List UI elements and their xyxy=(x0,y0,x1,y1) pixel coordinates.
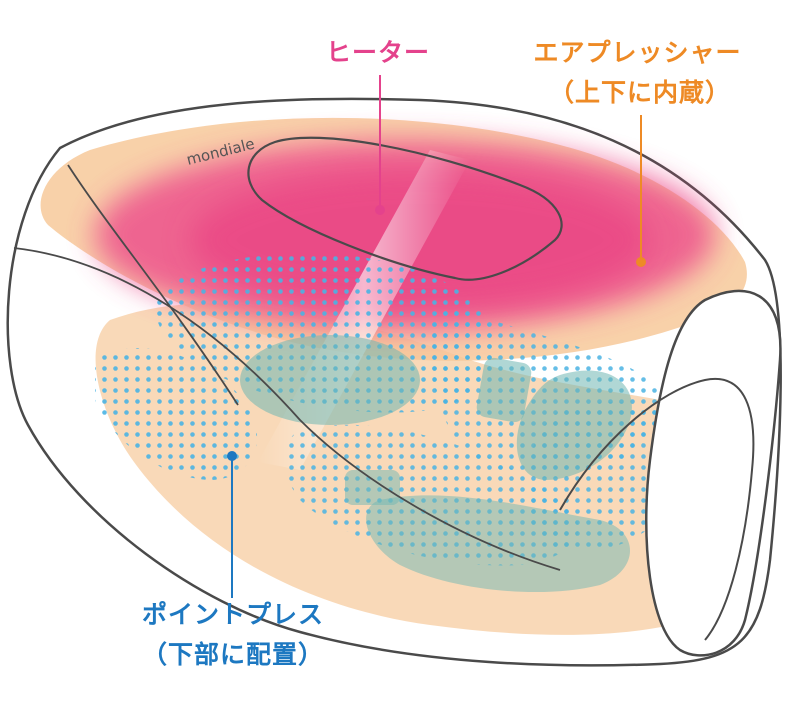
point-press-label: ポイントプレス xyxy=(141,600,324,629)
air-pressure-label: エアプレッシャー xyxy=(533,38,742,67)
leader-heater xyxy=(375,75,385,215)
point-press-sublabel: （下部に配置） xyxy=(141,640,324,669)
control-panel xyxy=(247,136,563,281)
leader-air-pressure xyxy=(636,115,646,267)
press-pads xyxy=(240,335,632,593)
heater-label: ヒーター xyxy=(325,38,430,67)
shell-inner-line xyxy=(67,164,239,406)
end-cap-inner xyxy=(559,377,755,641)
leader-point-press xyxy=(227,451,237,598)
end-cap xyxy=(645,289,782,657)
air-pressure-sublabel: （上下に内蔵） xyxy=(548,78,731,107)
shell-seam xyxy=(13,247,561,571)
